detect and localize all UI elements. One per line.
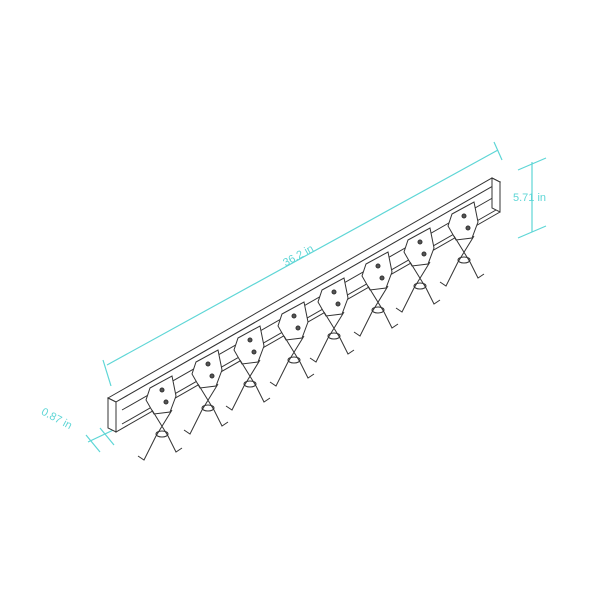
- hooks: [137, 201, 485, 461]
- height-dimension-label: 5.71 in: [513, 192, 547, 204]
